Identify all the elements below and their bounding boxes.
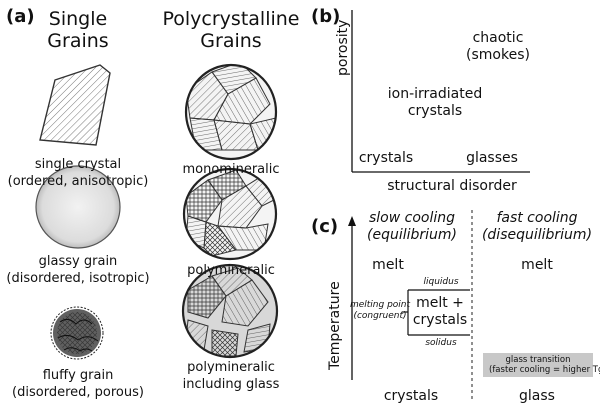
structural-disorder-axis-label: structural disorder xyxy=(387,178,517,194)
polymineralic-drawing xyxy=(182,167,278,261)
single-crystal-caption-line1: single crystal xyxy=(34,157,122,172)
glassy-grain-caption: glassy grain (disordered, isotropic) xyxy=(6,253,149,287)
glass-transition-line1: glass transition xyxy=(505,355,571,365)
poly-grains-title-line1: Polycrystalline xyxy=(162,8,300,30)
panel-b-axes xyxy=(351,10,530,173)
crystals-point: crystals xyxy=(358,150,414,166)
single-grains-title: Single Grains xyxy=(47,8,108,52)
melt-crystals-label: melt + crystals xyxy=(413,295,467,329)
melt-crystals-line1: melt + xyxy=(416,295,464,311)
poly-grains-title-line2: Grains xyxy=(200,30,262,52)
glasses-point: glasses xyxy=(466,150,518,166)
monomineralic-drawing xyxy=(184,63,278,161)
monomineralic-caption: monomineralic xyxy=(182,162,280,177)
chaotic-point-line2: (smokes) xyxy=(466,47,530,63)
porosity-axis-label: porosity xyxy=(335,19,351,76)
ion-irradiated-point-line1: ion-irradiated xyxy=(387,86,483,102)
single-crystal-caption: single crystal (ordered, anisotropic) xyxy=(8,156,149,190)
fluffy-grain-drawing xyxy=(50,306,104,360)
single-crystal-drawing xyxy=(39,64,111,146)
slow-cooling-heading: slow cooling (equilibrium) xyxy=(367,210,457,244)
slow-cooling-line1: slow cooling xyxy=(368,210,456,226)
melt-crystals-line2: crystals xyxy=(412,312,468,328)
panel-b-label: (b) xyxy=(311,6,341,27)
melting-point-label: melting point (congruent) xyxy=(350,300,410,322)
fluffy-grain-caption: fluffy grain (disordered, porous) xyxy=(12,367,144,401)
polycrystalline-grains-title: Polycrystalline Grains xyxy=(163,8,300,52)
melt-right-label: melt xyxy=(521,257,553,273)
single-grains-title-line1: Single xyxy=(48,8,108,30)
ion-irradiated-point: ion-irradiated crystals xyxy=(388,86,482,120)
panel-c-lines xyxy=(348,210,473,400)
polymineralic-glass-caption: polymineralic including glass xyxy=(183,359,280,393)
solidus-label: solidus xyxy=(425,338,457,348)
ion-irradiated-point-line2: crystals xyxy=(407,103,463,119)
polymineralic-caption: polymineralic xyxy=(187,263,275,278)
slow-cooling-line2: (equilibrium) xyxy=(366,227,458,243)
polymineralic-glass-caption-line1: polymineralic xyxy=(187,360,275,375)
glassy-grain-drawing xyxy=(35,165,121,249)
fluffy-grain-caption-line1: fluffy grain xyxy=(42,368,114,383)
glass-transition-box: glass transition (faster cooling = highe… xyxy=(483,353,600,377)
melting-point-line1: melting point xyxy=(349,300,411,310)
glass-label-c: glass xyxy=(519,388,555,404)
panel-a-label: (a) xyxy=(6,6,35,27)
glassy-grain-caption-line1: glassy grain xyxy=(38,254,118,269)
panel-c-label: (c) xyxy=(311,216,339,237)
fast-cooling-heading: fast cooling (disequilibrium) xyxy=(482,210,592,244)
crystals-label-c: crystals xyxy=(383,388,439,404)
fluffy-grain-caption-line2: (disordered, porous) xyxy=(12,385,144,400)
fast-cooling-line1: fast cooling xyxy=(496,210,578,226)
glassy-grain-caption-line2: (disordered, isotropic) xyxy=(6,271,150,286)
liquidus-label: liquidus xyxy=(423,277,459,287)
temperature-axis-label: Temperature xyxy=(327,281,343,370)
polymineralic-glass-caption-line2: including glass xyxy=(182,377,280,392)
chaotic-point-line1: chaotic xyxy=(472,30,524,46)
single-grains-title-line2: Grains xyxy=(47,30,109,52)
chaotic-smokes-point: chaotic (smokes) xyxy=(466,30,530,64)
melt-left-label: melt xyxy=(372,257,404,273)
single-crystal-caption-line2: (ordered, anisotropic) xyxy=(7,174,149,189)
glass-transition-line2: (faster cooling = higher Tg) xyxy=(489,365,600,375)
melting-point-line2: (congruent) xyxy=(353,311,407,321)
fast-cooling-line2: (disequilibrium) xyxy=(481,227,593,243)
polymineralic-glass-drawing xyxy=(181,263,279,359)
